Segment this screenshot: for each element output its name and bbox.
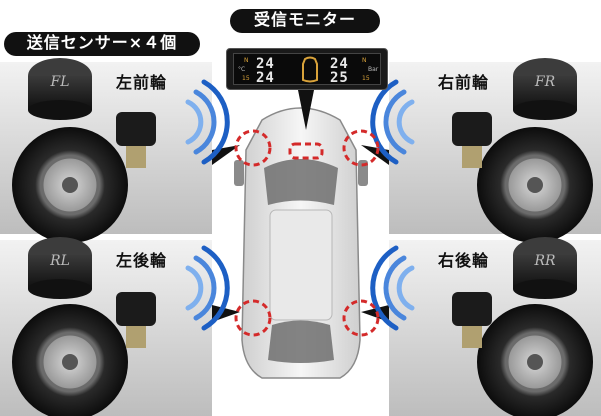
signal-waves-rear-left: [185, 245, 230, 331]
monitor-pointer: [298, 90, 314, 130]
highlight-front-left: [234, 129, 272, 167]
highlight-receiver: [288, 142, 324, 160]
tire-rear-left: [12, 304, 128, 416]
label-rear-left: 左後輪: [116, 251, 168, 270]
label-front-left: 左前輪: [116, 73, 168, 92]
sensor-cap-rear-right: [513, 237, 577, 299]
reading-rear-right: 25: [330, 70, 349, 86]
tire-rear-right: [477, 304, 593, 416]
tire-front-left: [12, 127, 128, 243]
label-front-right: 右前輪: [438, 73, 490, 92]
signal-waves-front-left: [185, 79, 230, 165]
car-outline-icon: [302, 56, 318, 83]
sensor-cap-rear-left: [28, 237, 92, 299]
tag-n-left: N: [244, 57, 249, 64]
cap-label-fr: FR: [534, 74, 556, 90]
cap-label-fl: FL: [49, 74, 69, 90]
signal-waves-rear-right: [370, 245, 415, 331]
sensor-cap-front-left: [28, 58, 92, 120]
valve-sensor-rear-left: [116, 292, 156, 348]
tag-15-left: 15: [242, 75, 250, 82]
cap-label-rr: RR: [533, 253, 556, 269]
label-rear-right: 右後輪: [438, 251, 490, 270]
tire-front-right: [477, 127, 593, 243]
reading-front-right: 24: [330, 56, 349, 72]
highlight-front-right: [342, 129, 380, 167]
unit-right: Bar: [368, 66, 379, 73]
signal-waves-front-right: [370, 79, 415, 165]
valve-sensor-front-right: [452, 112, 492, 168]
reading-rear-left: 24: [256, 70, 275, 86]
tag-n-right: N: [362, 57, 367, 64]
tag-15-right: 15: [362, 75, 370, 82]
monitor-screen: °C N 15 24 24 24 25 N 15 Bar: [233, 53, 381, 85]
sensors-label: 送信センサー×４個: [4, 32, 200, 56]
cap-label-rl: RL: [49, 253, 70, 269]
car-top-view: [234, 107, 368, 379]
highlight-rear-right: [342, 299, 380, 337]
reading-front-left: 24: [256, 56, 275, 72]
unit-left: °C: [238, 66, 246, 73]
highlight-circles: [234, 129, 380, 337]
receiver-monitor: °C N 15 24 24 24 25 N 15 Bar: [226, 48, 388, 90]
valve-sensor-rear-right: [452, 292, 492, 348]
highlight-rear-left: [234, 299, 272, 337]
valve-sensor-front-left: [116, 112, 156, 168]
sensor-cap-front-right: [513, 58, 577, 120]
monitor-label: 受信モニター: [230, 9, 380, 33]
